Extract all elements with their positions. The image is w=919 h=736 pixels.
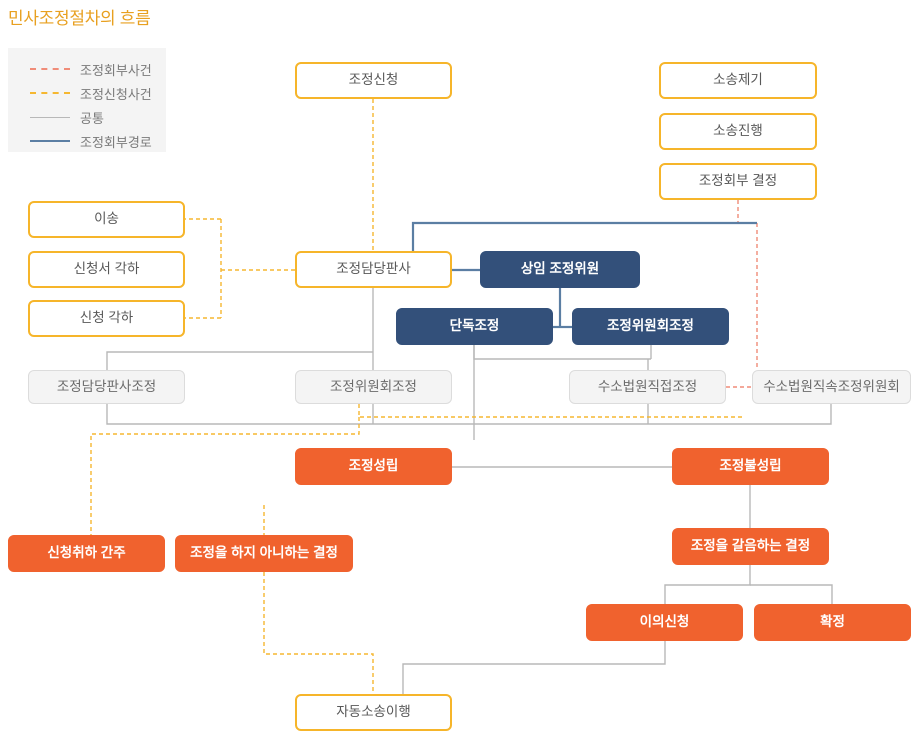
wire-common-gareum-right	[750, 584, 833, 604]
node-label-sosong_jegi: 소송제기	[713, 72, 763, 88]
node-label-jojeong_gareumhaneun: 조정을 갈음하는 결정	[690, 538, 811, 554]
node-label-jadong_sosong_ihaeng: 자동소송이행	[336, 704, 411, 720]
wire-referral-from-decision	[737, 200, 758, 370]
node-label-jojeong_bulseongrip: 조정불성립	[719, 458, 782, 474]
node-jojeong_wiwonhoe_j_navy[interactable]: 조정위원회조정	[572, 308, 729, 345]
wire-application-gyeoljeong-down	[263, 572, 374, 694]
node-label-jojeong_damdang_pansa: 조정담당판사	[336, 261, 411, 277]
legend-item-application-case: 조정신청사건	[8, 81, 166, 105]
node-jojeong_damdang_pansa_j[interactable]: 조정담당판사조정	[28, 370, 185, 404]
node-susobeobwon_jikjeop[interactable]: 수소법원직접조정	[569, 370, 726, 404]
wire-common-gareum-down	[664, 565, 751, 604]
node-sincheong_gakha[interactable]: 신청 각하	[28, 300, 185, 337]
legend-item-referral-path: 조정회부경로	[8, 129, 166, 153]
node-isong[interactable]: 이송	[28, 201, 185, 238]
legend-label-application-case: 조정신청사건	[80, 86, 152, 102]
node-jojeong_haji_anihaneun[interactable]: 조정을 하지 아니하는 결정	[175, 535, 353, 572]
node-jojeong_gareumhaneun[interactable]: 조정을 갈음하는 결정	[672, 528, 829, 565]
node-label-jojeong_seongrip: 조정성립	[348, 458, 399, 474]
legend-label-common: 공통	[80, 110, 104, 126]
node-label-uui_sincheong: 이의신청	[639, 614, 690, 630]
node-uui_sincheong[interactable]: 이의신청	[586, 604, 743, 641]
node-sosong_jegi[interactable]: 소송제기	[659, 62, 817, 99]
node-label-jojeong_wiwonhoe_j_navy: 조정위원회조정	[607, 318, 694, 334]
node-label-sosong_jinhaeng: 소송진행	[713, 123, 763, 139]
legend-swatch-referral-path	[30, 140, 70, 142]
node-label-jojeong_wiwonhoe_jojeong: 조정위원회조정	[330, 378, 417, 394]
node-jadong_sosong_ihaeng[interactable]: 자동소송이행	[295, 694, 452, 731]
wire-path-judge-up	[411, 221, 757, 251]
node-label-jojeong_sincheong: 조정신청	[348, 72, 399, 88]
node-hwakjeong[interactable]: 확정	[754, 604, 911, 641]
page-title: 민사조정절차의 흐름	[8, 9, 151, 28]
node-label-jojeong_damdang_pansa_j: 조정담당판사조정	[56, 378, 157, 394]
node-label-jojeong_hoebu_gyeoljeong: 조정회부 결정	[698, 173, 778, 189]
node-jojeong_bulseongrip[interactable]: 조정불성립	[672, 448, 829, 485]
legend-item-common: 공통	[8, 105, 166, 129]
legend-label-referral-case: 조정회부사건	[80, 62, 152, 78]
node-label-susobeobwon_jikjeop: 수소법원직접조정	[597, 378, 698, 394]
node-label-sincheongseo_gakha: 신청서 각하	[73, 261, 140, 277]
node-label-sincheong_chwiha_ganju: 신청취하 간주	[47, 545, 126, 561]
node-label-jojeong_haji_anihaneun: 조정을 하지 아니하는 결정	[190, 545, 338, 561]
node-label-hwakjeong: 확정	[820, 614, 845, 630]
wire-common-judge-split	[106, 351, 373, 370]
wire-application-wiwonhoe-down	[358, 404, 745, 418]
node-sincheongseo_gakha[interactable]: 신청서 각하	[28, 251, 185, 288]
node-sangim_jojeong_wiwon[interactable]: 상임 조정위원	[480, 251, 640, 288]
legend-swatch-application-case	[30, 92, 70, 94]
wire-application-jog-left	[90, 417, 360, 535]
node-label-dandok_jojeong: 단독조정	[449, 318, 500, 334]
node-label-sincheong_gakha: 신청 각하	[79, 310, 134, 326]
legend-swatch-referral-case	[30, 68, 70, 70]
node-label-sangim_jojeong_wiwon: 상임 조정위원	[520, 261, 600, 277]
wire-common-dandok-down	[473, 345, 651, 360]
node-sincheong_chwiha_ganju[interactable]: 신청취하 간주	[8, 535, 165, 572]
legend-panel: 조정회부사건 조정신청사건 공통 조정회부경로	[8, 48, 166, 152]
node-jojeong_seongrip[interactable]: 조정성립	[295, 448, 452, 485]
node-label-susobeobwon_jiksok: 수소법원직속조정위원회	[763, 378, 900, 394]
node-sosong_jinhaeng[interactable]: 소송진행	[659, 113, 817, 150]
node-jojeong_wiwonhoe_jojeong[interactable]: 조정위원회조정	[295, 370, 452, 404]
node-jojeong_damdang_pansa[interactable]: 조정담당판사	[295, 251, 452, 288]
node-susobeobwon_jiksok[interactable]: 수소법원직속조정위원회	[752, 370, 911, 404]
legend-swatch-common	[30, 116, 70, 118]
wire-common-damdang-down	[106, 404, 832, 425]
node-jojeong_hoebu_gyeoljeong[interactable]: 조정회부 결정	[659, 163, 817, 200]
node-label-isong: 이송	[94, 211, 119, 227]
legend-item-referral-case: 조정회부사건	[8, 57, 166, 81]
node-jojeong_sincheong[interactable]: 조정신청	[295, 62, 452, 99]
node-dandok_jojeong[interactable]: 단독조정	[396, 308, 553, 345]
wire-common-uui-down	[402, 641, 666, 694]
legend-label-referral-path: 조정회부경로	[80, 134, 152, 150]
